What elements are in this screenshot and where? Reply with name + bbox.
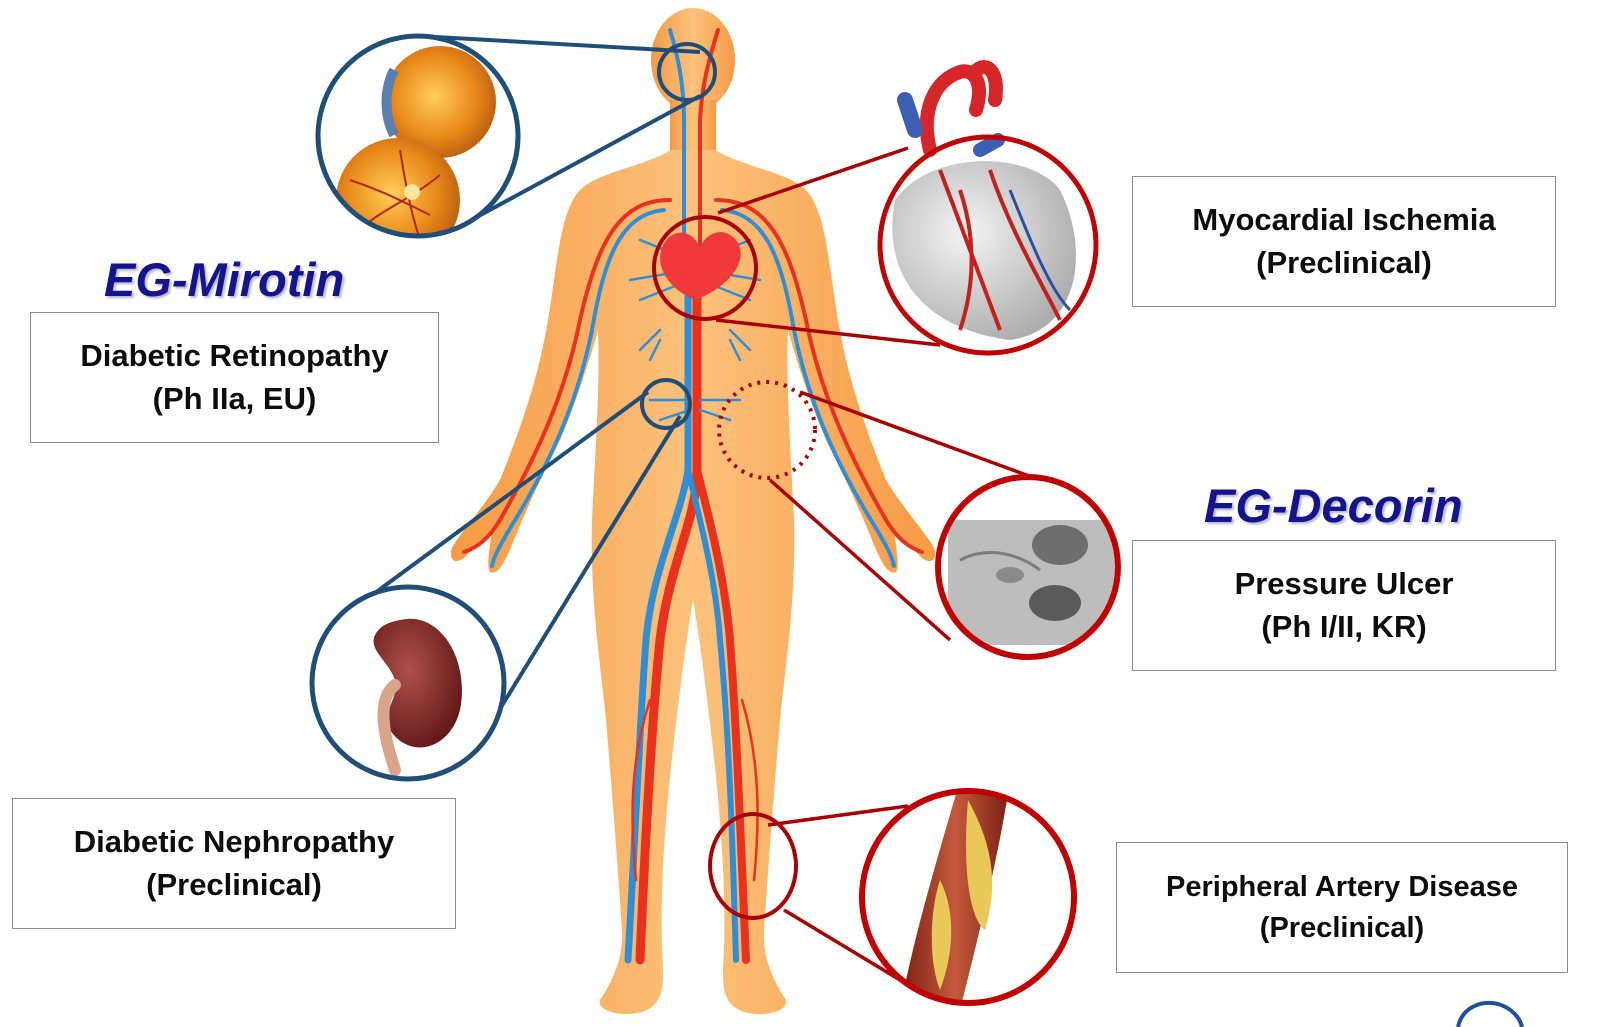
plaque-artery-icon bbox=[862, 780, 1074, 1010]
indication-stage: (Preclinical) bbox=[146, 864, 322, 907]
drug-title-decorin: EG-Decorin bbox=[1204, 478, 1463, 533]
eye-retina-icon bbox=[318, 36, 518, 262]
skin-ulcer-icon bbox=[938, 477, 1130, 657]
indication-name: Pressure Ulcer bbox=[1235, 563, 1454, 606]
label-peripheral-artery-disease: Peripheral Artery Disease (Preclinical) bbox=[1116, 842, 1568, 973]
indication-name: Diabetic Nephropathy bbox=[74, 821, 394, 864]
label-diabetic-nephropathy: Diabetic Nephropathy (Preclinical) bbox=[12, 798, 456, 929]
label-myocardial-ischemia: Myocardial Ischemia (Preclinical) bbox=[1132, 176, 1556, 307]
logo-mark bbox=[1458, 1003, 1522, 1027]
indication-stage: (Preclinical) bbox=[1256, 242, 1432, 285]
indication-name: Myocardial Ischemia bbox=[1192, 199, 1495, 242]
indication-name: Diabetic Retinopathy bbox=[80, 335, 388, 378]
label-diabetic-retinopathy: Diabetic Retinopathy (Ph IIa, EU) bbox=[30, 312, 439, 443]
indication-stage: (Preclinical) bbox=[1260, 908, 1424, 948]
heart-icon bbox=[880, 67, 1096, 353]
label-pressure-ulcer: Pressure Ulcer (Ph I/II, KR) bbox=[1132, 540, 1556, 671]
kidney-icon bbox=[312, 587, 504, 779]
indication-stage: (Ph I/II, KR) bbox=[1261, 606, 1426, 649]
indication-stage: (Ph IIa, EU) bbox=[153, 378, 317, 421]
indication-name: Peripheral Artery Disease bbox=[1166, 867, 1518, 907]
drug-title-mirotin: EG-Mirotin bbox=[104, 252, 344, 307]
